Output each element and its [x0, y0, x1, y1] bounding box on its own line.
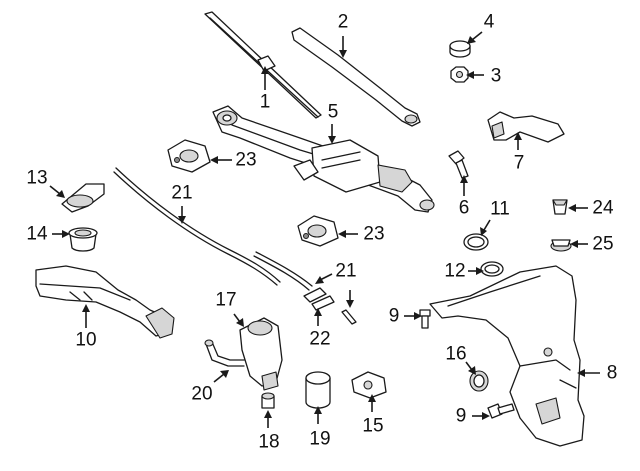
- part-10-filler-tube: [35, 265, 175, 339]
- callout-22: 22: [309, 329, 330, 350]
- part-7-bracket: [487, 111, 565, 143]
- callout-labels: 1 2 3 4 5 6 7 8 9 9 10 11 12 13 14 15 16…: [26, 12, 617, 453]
- part-14-filler-neck: [68, 227, 98, 252]
- part-17-washer-pump: [239, 317, 283, 391]
- callout-23-lower: 23: [363, 224, 384, 245]
- callout-17: 17: [215, 290, 236, 311]
- part-4-cap: [449, 40, 471, 58]
- part-9-screw-lower: [487, 403, 515, 419]
- part-21-hose-left: [113, 167, 281, 286]
- callout-21-left: 21: [171, 183, 192, 204]
- callout-2: 2: [338, 12, 349, 33]
- callout-16: 16: [445, 344, 466, 365]
- part-3-nut: [450, 66, 469, 83]
- part-24-clip: [552, 199, 568, 215]
- part-6-bolt: [448, 150, 469, 179]
- callout-24: 24: [592, 198, 614, 219]
- callout-5: 5: [328, 102, 339, 123]
- callout-6: 6: [459, 198, 470, 219]
- part-23-grommet-upper: [167, 139, 211, 173]
- part-11-seal-ring: [463, 233, 489, 251]
- part-8-reservoir: [429, 265, 585, 447]
- callout-8: 8: [607, 363, 618, 384]
- part-20-pump-hose: [204, 339, 245, 367]
- part-2-wiper-arm: [291, 27, 421, 127]
- part-18-pump-grommet: [261, 392, 275, 409]
- callout-9-upper: 9: [389, 306, 400, 327]
- part-12-o-ring: [480, 261, 504, 277]
- leader-lines: [49, 31, 600, 428]
- callout-23-upper: 23: [235, 150, 256, 171]
- callout-25: 25: [592, 234, 613, 255]
- part-5-linkage-motor: [212, 105, 435, 213]
- callout-13: 13: [26, 168, 47, 189]
- callout-15: 15: [362, 416, 383, 437]
- callout-4: 4: [484, 12, 495, 33]
- part-9-screw-upper: [419, 309, 431, 329]
- part-22-connectors: [303, 287, 357, 325]
- callout-18: 18: [258, 432, 279, 453]
- callout-14: 14: [26, 224, 48, 245]
- part-23-grommet-lower: [297, 215, 339, 247]
- callout-20: 20: [191, 384, 212, 405]
- callout-19: 19: [309, 429, 330, 450]
- callout-11: 11: [490, 199, 510, 220]
- part-19-filter: [305, 371, 331, 409]
- callout-1: 1: [260, 92, 271, 113]
- callout-9-lower: 9: [456, 406, 467, 427]
- part-21-hose-right: [253, 251, 313, 291]
- callout-21-right: 21: [335, 261, 356, 282]
- part-13-nozzle-cap: [61, 183, 105, 213]
- callout-7: 7: [514, 153, 525, 174]
- callout-12: 12: [444, 261, 465, 282]
- part-25-grommet: [550, 239, 572, 252]
- part-1-wiper-blade: [204, 11, 322, 119]
- part-16-plug: [469, 370, 489, 392]
- callout-10: 10: [75, 330, 96, 351]
- part-15-level-sensor: [351, 371, 387, 399]
- callout-3: 3: [491, 66, 502, 87]
